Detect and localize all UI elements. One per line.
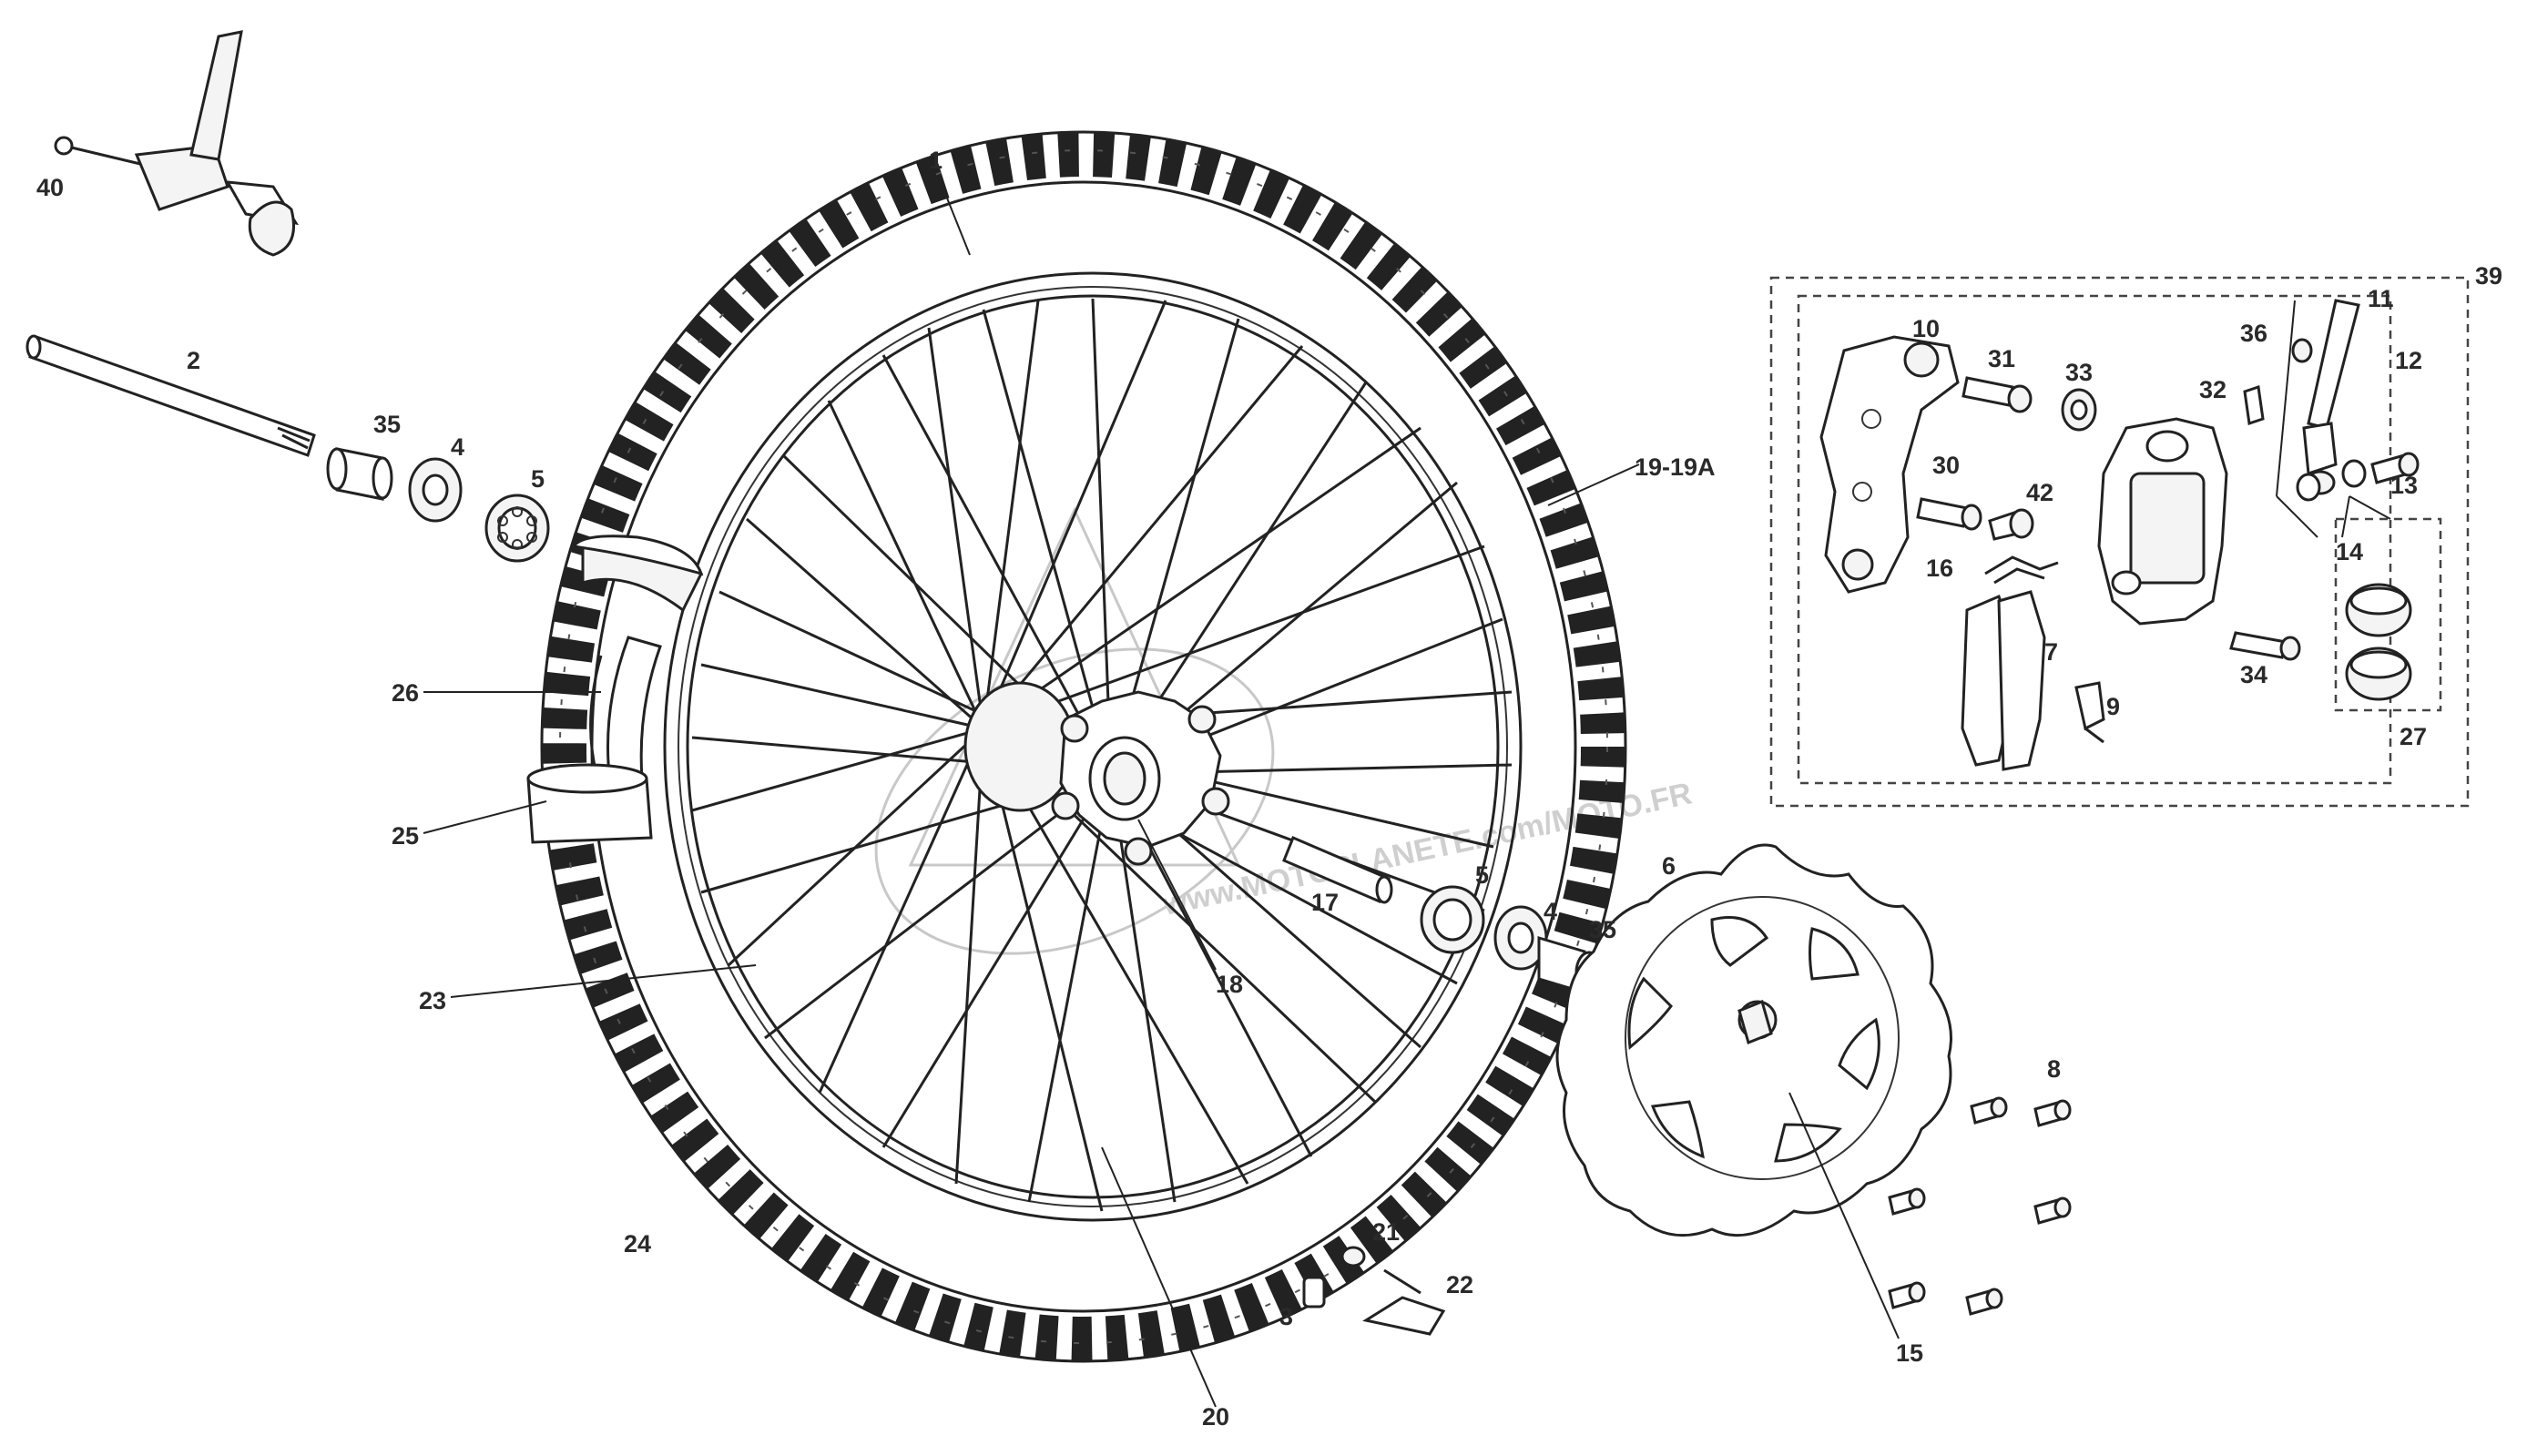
label-5-left: 5 — [531, 465, 545, 493]
part-31-bolt — [1961, 376, 2033, 413]
part-15-brake-disc — [1555, 843, 1952, 1237]
label-40: 40 — [36, 174, 64, 201]
callout-labels: 1 2 3 4 4 5 5 6 7 8 9 10 11 12 13 14 15 … — [36, 147, 2502, 1431]
label-27: 27 — [2400, 723, 2427, 750]
part-10-caliper-bracket — [1819, 335, 1960, 594]
part-21-valve-nut — [1340, 1246, 1366, 1268]
label-4-left: 4 — [451, 433, 464, 461]
label-30: 30 — [1932, 452, 1960, 479]
label-35-left: 35 — [373, 411, 401, 438]
label-31: 31 — [1988, 345, 2015, 372]
part-36-bleed-cap — [2291, 338, 2313, 363]
part-33-bushing — [2061, 388, 2097, 432]
label-15: 15 — [1896, 1339, 1923, 1367]
part-4-seal-right — [1493, 905, 1548, 971]
part-16-pad-spring — [1984, 555, 2059, 585]
label-25: 25 — [392, 822, 419, 850]
label-21: 21 — [1372, 1218, 1400, 1246]
label-17: 17 — [1311, 889, 1339, 916]
leader-lines — [423, 186, 2391, 1408]
part-2-wheel-axle — [25, 334, 316, 457]
part-7-brake-pads — [1961, 590, 2046, 771]
label-16: 16 — [1926, 555, 1953, 582]
label-36: 36 — [2240, 320, 2267, 347]
part-18-hub — [963, 681, 1230, 866]
label-14: 14 — [2336, 538, 2363, 565]
label-7: 7 — [2044, 638, 2058, 666]
label-1: 1 — [929, 147, 943, 174]
part-27-pistons — [2345, 583, 2412, 701]
label-34: 34 — [2240, 661, 2267, 688]
part-17-sleeve — [1282, 836, 1393, 904]
label-11: 11 — [2368, 285, 2394, 312]
label-20: 20 — [1202, 1403, 1229, 1431]
label-13: 13 — [2390, 472, 2418, 499]
label-22: 22 — [1446, 1271, 1473, 1298]
part-12-brake-hose — [2307, 299, 2360, 430]
caliper-assembly-box — [1769, 276, 2470, 808]
label-33: 33 — [2065, 359, 2093, 386]
part-1-tyre — [540, 130, 1627, 1363]
part-13-banjo-bolt — [2370, 452, 2420, 484]
part-34-bolt — [2229, 631, 2301, 661]
part-5-bearing-right — [1420, 885, 1485, 954]
label-8: 8 — [2047, 1055, 2061, 1083]
part-42-pin — [1988, 508, 2034, 541]
label-6: 6 — [1662, 852, 1676, 880]
part-4-seal-left — [408, 457, 463, 523]
part-26-rim-tape — [571, 535, 704, 785]
part-14-copper-washers — [2296, 459, 2367, 502]
part-25-tube-band — [526, 763, 653, 844]
label-35-right: 35 — [1589, 916, 1616, 943]
label-42: 42 — [2026, 479, 2053, 506]
part-3-valve-cap — [1302, 1276, 1326, 1308]
part-32-bleed-screw — [2243, 385, 2265, 425]
label-12: 12 — [2395, 347, 2422, 374]
label-9: 9 — [2106, 693, 2120, 720]
label-5-right: 5 — [1475, 861, 1489, 889]
label-10: 10 — [1912, 315, 1940, 342]
label-18: 18 — [1216, 971, 1243, 998]
part-35-spacer-left — [326, 447, 393, 501]
label-39: 39 — [2475, 262, 2502, 290]
part-8-disc-bolts — [1888, 1096, 2072, 1316]
part-40-axle-clamp — [54, 30, 300, 257]
part-9-pad-clip — [2074, 681, 2105, 744]
label-26: 26 — [392, 679, 419, 707]
label-24: 24 — [624, 1230, 651, 1257]
part-30-bolt — [1916, 497, 1982, 531]
part-22-valve — [1362, 1268, 1446, 1336]
label-23: 23 — [419, 987, 446, 1014]
label-3: 3 — [1279, 1303, 1293, 1330]
label-32: 32 — [2199, 376, 2226, 403]
part-caliper-body — [2097, 417, 2228, 626]
part-19-rim — [663, 271, 1523, 1222]
part-5-bearing-left — [484, 494, 550, 563]
label-19-19A: 19-19A — [1635, 453, 1716, 481]
label-4-right: 4 — [1544, 898, 1557, 925]
label-2: 2 — [187, 347, 200, 374]
